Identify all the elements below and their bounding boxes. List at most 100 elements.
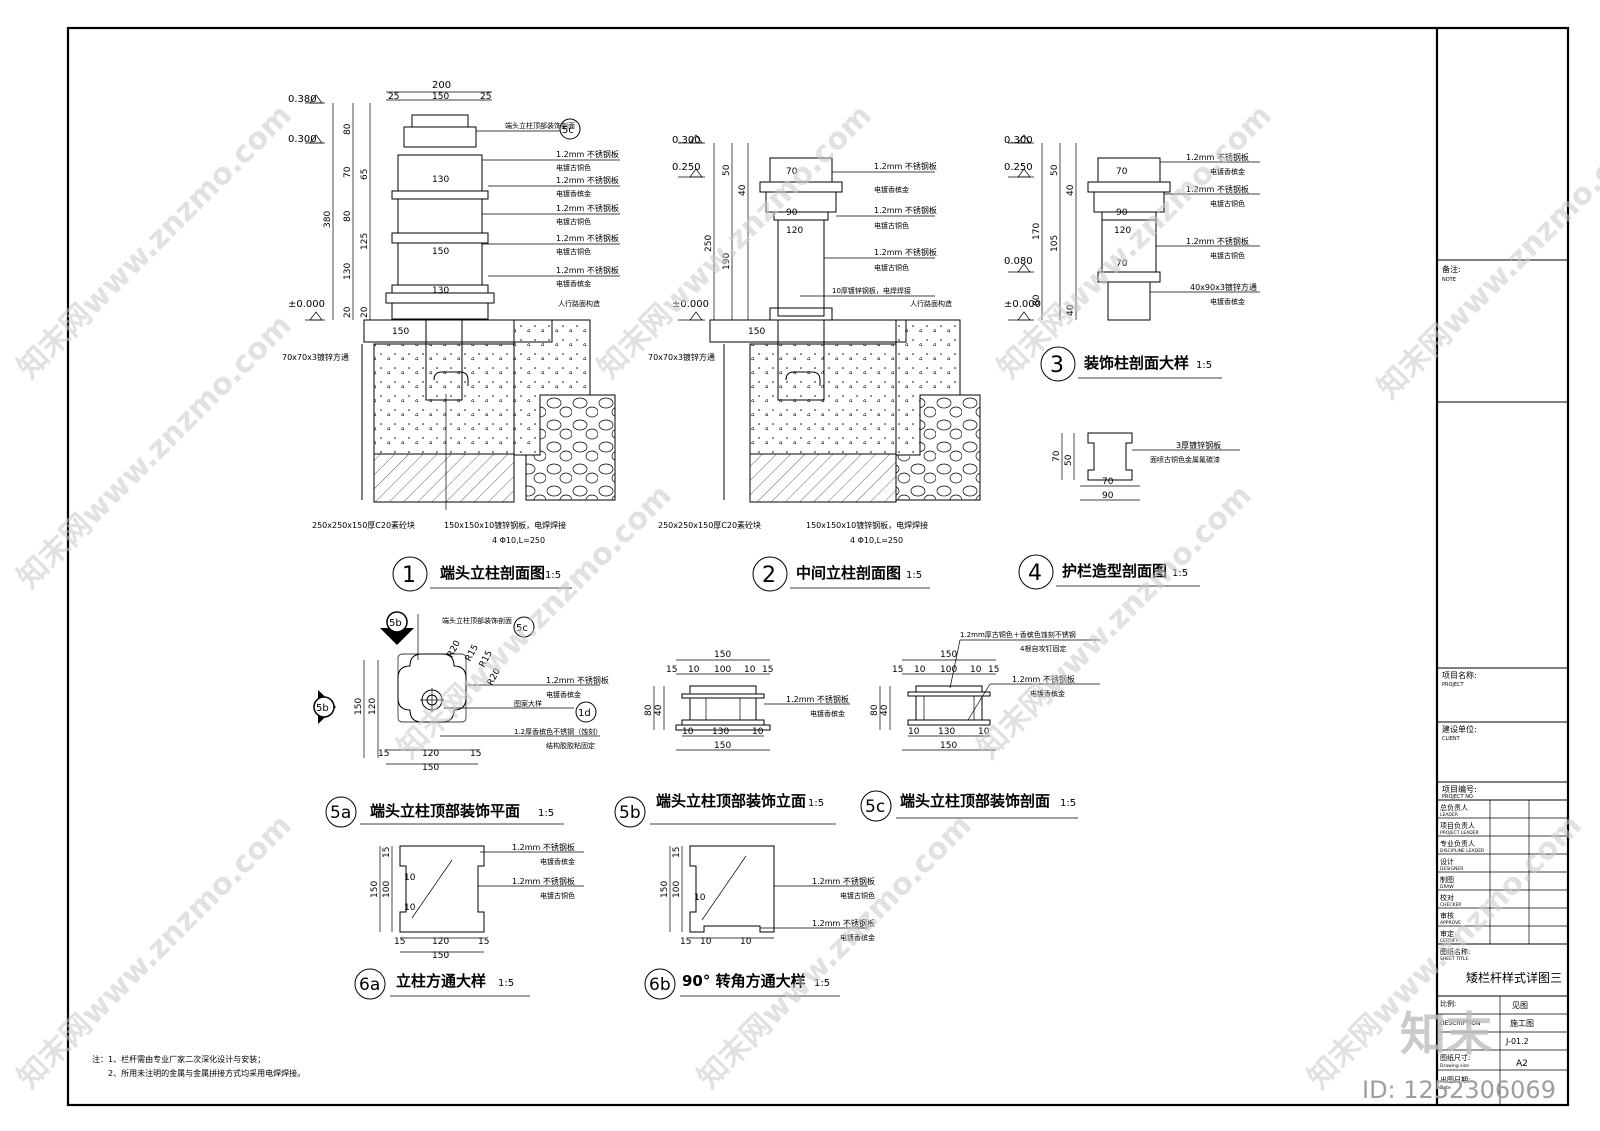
d5b-dim-bot-1: 130 (712, 727, 729, 737)
svg-text:项目负责人: 项目负责人 (1440, 821, 1475, 830)
svg-text:1.2mm 不锈钢板: 1.2mm 不锈钢板 (556, 233, 619, 243)
d6b-title: 90° 转角方通大样 (682, 972, 806, 990)
detail-3-decorative-post-section: 0.300 0.250 0.080 ±0.000 170 80 50 105 4… (1004, 134, 1260, 382)
svg-text:70x70x3镀锌方通: 70x70x3镀锌方通 (282, 352, 349, 362)
d6a-dim-bot-2: 15 (478, 937, 489, 947)
d6a-dim-left-1: 15 (382, 847, 392, 858)
d5b-note-2: 电镀香槟金 (810, 709, 845, 718)
general-note-2: 2、所用未注明的金属与金属拼接方式均采用电焊焊接。 (108, 1068, 305, 1078)
d2-scale: 1:5 (906, 570, 922, 581)
d2-dim-inner-1: 70 (786, 167, 798, 177)
d3-dim-left-0: 170 (1032, 223, 1042, 240)
d5a-dim-4: 15 (378, 749, 389, 759)
d3-dim-inner-4: 90 (1116, 208, 1128, 218)
d2-dim-inner-4: 90 (786, 208, 798, 218)
d1-number: 1 (402, 563, 416, 588)
tb-note-cn: 备注: (1442, 264, 1461, 274)
watermark-logo: 知末 (1400, 1007, 1492, 1061)
d5a-number: 5a (330, 803, 351, 823)
svg-text:人行路面构造: 人行路面构造 (558, 299, 600, 308)
tb-note-en: NOTE (1442, 277, 1456, 283)
svg-text:人行路面构造: 人行路面构造 (910, 299, 952, 308)
d3-scale: 1:5 (1196, 360, 1212, 371)
d6a-dim-left-0: 150 (370, 881, 380, 898)
d6b-scale: 1:5 (814, 978, 830, 989)
d5a-radius-0: R20 (446, 639, 463, 660)
watermark-layer: 知末网www.znzmo.com 知末网www.znzmo.com 知末网www… (11, 98, 1600, 1104)
d3-dim-inner-1: 70 (1116, 167, 1128, 177)
svg-text:电镀古铜色: 电镀古铜色 (556, 163, 591, 172)
d5a-dim-7: 150 (422, 763, 439, 773)
d6b-dim-bot-1: 10 (700, 937, 712, 947)
watermark-id: ID: 1252306069 (1362, 1076, 1556, 1104)
svg-text:图案大样: 图案大样 (514, 699, 542, 708)
d4-number: 4 (1028, 561, 1042, 586)
d3-number: 3 (1050, 353, 1064, 378)
d6b-dim-left-6: 10 (694, 893, 706, 903)
d5a-callout-left: 5b (316, 703, 329, 714)
svg-text:1.2mm 不锈钢板: 1.2mm 不锈钢板 (1186, 184, 1249, 194)
tb-stage-label: DESCRIPTION (1440, 1020, 1481, 1027)
d2-elev-3: ±0.000 (672, 299, 709, 310)
d5a-title: 端头立柱顶部装饰平面 (370, 802, 520, 820)
svg-text:电镀古铜色: 电镀古铜色 (874, 263, 909, 272)
tb-date-en: Date (1440, 1085, 1451, 1091)
svg-text:审定: 审定 (1440, 929, 1454, 938)
d3-dim-left-2: 40 (1066, 184, 1076, 196)
d5b-dim-top-3: 100 (714, 665, 731, 675)
d5c-dim-top-2: 10 (914, 665, 926, 675)
tb-project-cn: 项目名称: (1442, 670, 1477, 680)
detail-2-middle-post-section: 0.300 0.250 ±0.000 250 50 190 40 70 90 1… (648, 134, 981, 592)
svg-text:知末网www.znzmo.com: 知末网www.znzmo.com (691, 808, 979, 1096)
svg-text:4 Φ10,L=250: 4 Φ10,L=250 (850, 536, 903, 545)
d1-title: 端头立柱剖面图 (440, 564, 545, 582)
d5b-dim-top-0: 150 (714, 650, 731, 660)
d5b-number: 5b (619, 803, 641, 823)
d5a-dim-5: 120 (422, 749, 439, 759)
svg-text:1.2mm 不锈钢板: 1.2mm 不锈钢板 (1186, 236, 1249, 246)
d3-notes: 1.2mm 不锈钢板 电镀香槟金 1.2mm 不锈钢板 电镀古铜色 1.2mm … (1150, 152, 1260, 306)
d5c-dim-bot-2: 10 (978, 727, 990, 737)
d5a-callout-1d: 1d (578, 708, 591, 719)
d5c-title: 端头立柱顶部装饰剖面 (900, 792, 1050, 810)
d6b-dim-left-0: 150 (660, 881, 670, 898)
d3-elev-1: 0.300 (1004, 135, 1033, 146)
d1-dim-left-2: 70 (343, 166, 353, 178)
tb-date-label: 出图日期: (1440, 1075, 1470, 1084)
svg-text:LEADER: LEADER (1440, 812, 1458, 818)
svg-text:70x70x3镀锌方通: 70x70x3镀锌方通 (648, 352, 715, 362)
svg-text:1.2mm 不锈钢板: 1.2mm 不锈钢板 (874, 205, 937, 215)
d6a-note-4: 电镀古铜色 (540, 891, 575, 900)
svg-text:10厚镀锌钢板，电焊焊接: 10厚镀锌钢板，电焊焊接 (832, 286, 911, 295)
tb-size-value: A2 (1516, 1059, 1528, 1069)
svg-text:电镀古铜色: 电镀古铜色 (874, 221, 909, 230)
tb-sheet-title-en: SHEET TITLE (1440, 956, 1468, 962)
svg-text:结构胶胶粘固定: 结构胶胶粘固定 (546, 741, 595, 750)
d6b-dim-left-4: 100 (672, 881, 682, 898)
d6b-note-3: 1.2mm 不锈钢板 (812, 918, 875, 928)
tb-sheet-title: 矮栏杆样式详图三 (1466, 970, 1562, 985)
d2-dim-left-6: 190 (722, 253, 732, 270)
d2-title: 中间立柱剖面图 (796, 564, 901, 582)
svg-text:150x150x10镀锌钢板，电焊焊接: 150x150x10镀锌钢板，电焊焊接 (444, 520, 566, 530)
d6a-number: 6a (359, 975, 380, 995)
d5a-dim-1: 120 (368, 698, 378, 715)
d5b-dim-top-4: 10 (744, 665, 756, 675)
d6a-dim-left-2: 10 (404, 873, 416, 883)
d3-title: 装饰柱剖面大样 (1083, 354, 1189, 372)
d3-elev-4: ±0.000 (1004, 299, 1041, 310)
d5b-dim-top-1: 15 (666, 665, 677, 675)
d5b-dim-top-5: 15 (762, 665, 773, 675)
svg-text:知末网www.znzmo.com: 知末网www.znzmo.com (591, 98, 879, 386)
svg-text:DISCIPLINE LEADER: DISCIPLINE LEADER (1440, 848, 1484, 854)
svg-text:电镀香槟金: 电镀香槟金 (556, 279, 591, 288)
d2-dim-left-0: 250 (704, 235, 714, 252)
d3-dim-left-6: 105 (1050, 235, 1060, 252)
general-note-1: 注：1、栏杆需由专业厂家二次深化设计与安装； (92, 1054, 265, 1064)
svg-text:1.2厚香槟色不锈钢（蚀刻）: 1.2厚香槟色不锈钢（蚀刻） (514, 727, 602, 736)
detail-5b-cap-elevation: 150 15 10 100 10 15 80 40 10 130 10 150 … (614, 650, 850, 828)
detail-5a-cap-plan: 5b 5b 5c 1d R20 R15 R15 R20 150 120 15 1… (313, 611, 609, 828)
d4-note-2: 面喷古铜色金属氟碳漆 (1150, 455, 1220, 464)
svg-text:1.2mm 不锈钢板: 1.2mm 不锈钢板 (546, 675, 609, 685)
d3-dim-left-7: 80 (1032, 294, 1042, 306)
